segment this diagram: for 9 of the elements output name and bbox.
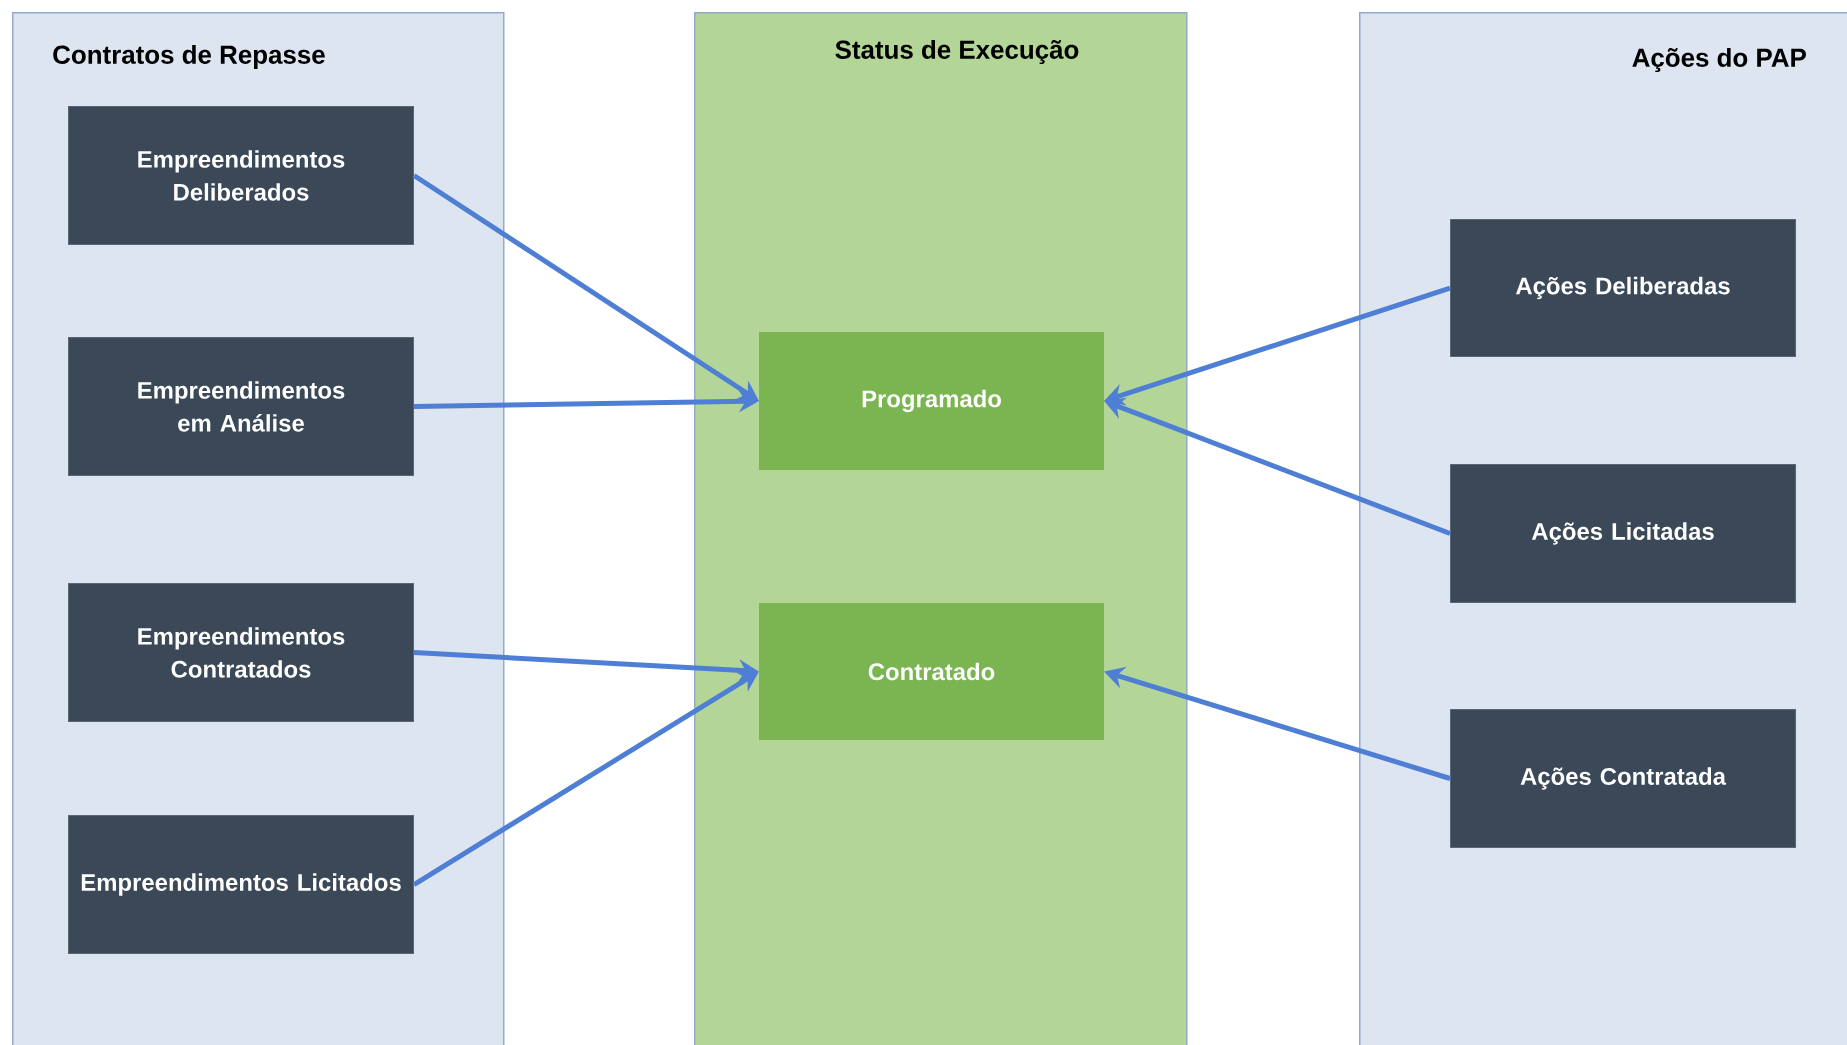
process-box: Ações Deliberadas	[1450, 219, 1797, 357]
process-box: Contratado	[759, 603, 1104, 740]
process-box: Empreendimentos Licitados	[68, 815, 414, 954]
process-box: Ações Licitadas	[1450, 464, 1797, 603]
process-box: Empreendimentos em Análise	[68, 337, 414, 476]
process-box: Empreendimentos Contratados	[68, 583, 414, 722]
process-box: Ações Contratada	[1450, 709, 1797, 848]
process-box: Programado	[759, 332, 1104, 470]
process-box: Empreendimentos Deliberados	[68, 106, 414, 245]
